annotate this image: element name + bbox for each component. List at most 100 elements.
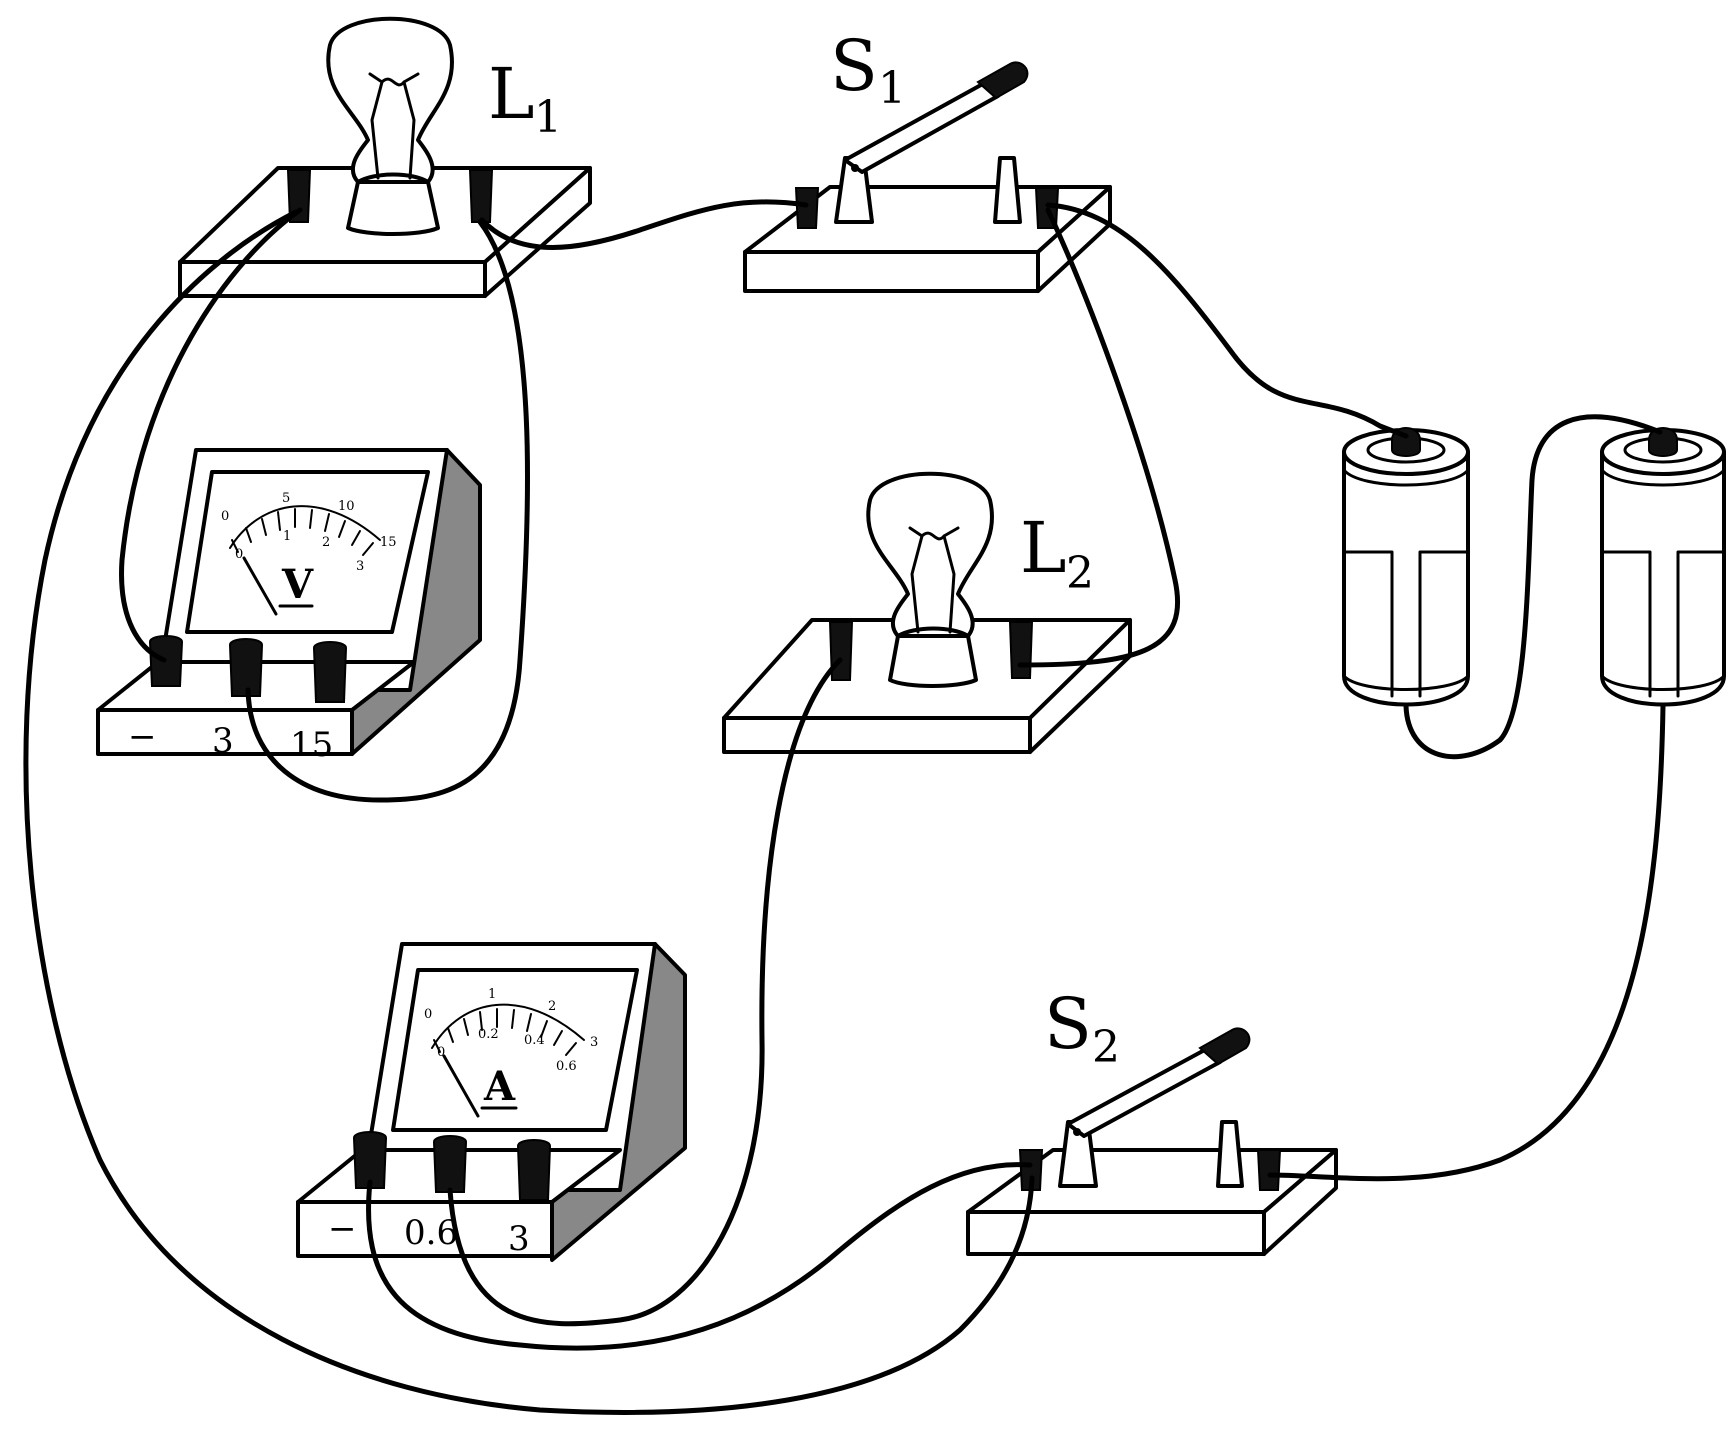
ammeter-terminal-minus: − — [328, 1209, 357, 1249]
lamp-l1-filament — [368, 72, 420, 180]
lamp-l1-socket-rim — [356, 172, 430, 184]
lamp-l2-label: L — [1020, 507, 1066, 589]
switch-s1-handle — [976, 61, 1029, 100]
lamp-l1-socket — [346, 180, 440, 236]
ammeter-symbol: A — [483, 1063, 516, 1110]
lamp-l1-post-right — [468, 169, 494, 223]
voltmeter-dial — [185, 470, 430, 634]
lamp-l2-bulb — [866, 471, 994, 652]
switch-s1: S 1 — [743, 25, 1112, 293]
ammeter-needle — [442, 1054, 480, 1118]
switch-s2-post-right — [1256, 1149, 1282, 1191]
lamp-l2-subscript: 2 — [1066, 548, 1094, 599]
switch-s2-clip — [1216, 1120, 1244, 1188]
wire-l1-outer-loop-s2 — [23, 209, 1035, 1415]
wires — [23, 199, 1666, 1415]
ammeter-terminal-0-6: 0.6 — [404, 1213, 458, 1253]
voltmeter: 0 5 10 15 0 1 2 3 V − 3 15 — [96, 448, 482, 765]
voltmeter-inner-2: 2 — [322, 535, 330, 550]
switch-s1-subscript: 1 — [878, 63, 906, 114]
switch-s2: S 2 — [966, 983, 1338, 1256]
ammeter-outer-1: 1 — [488, 987, 496, 1002]
voltmeter-ticks — [231, 508, 374, 556]
ammeter-inner-0: 0 — [437, 1045, 445, 1060]
voltmeter-scale-arc — [229, 505, 381, 549]
ammeter-outer-3: 3 — [590, 1035, 598, 1050]
switch-s2-label: S — [1044, 983, 1092, 1065]
switch-s1-clip — [993, 156, 1022, 224]
switch-s2-pivot — [1073, 1128, 1081, 1136]
battery-right-terminal — [1648, 427, 1678, 457]
battery-right-bottom-band — [1600, 674, 1726, 691]
voltmeter-outer-3: 15 — [380, 535, 397, 550]
battery-right-body — [1600, 450, 1726, 707]
ammeter-outer-0: 0 — [424, 1007, 432, 1022]
wire-s1-l2 — [1017, 207, 1181, 668]
lamp-l1-label: L — [488, 53, 534, 135]
lamp-l2-post-left — [828, 621, 854, 681]
battery-left-label — [1342, 550, 1470, 698]
voltmeter-inner-1: 1 — [283, 529, 291, 544]
ammeter-outer-2: 2 — [548, 999, 556, 1014]
voltmeter-inner-3: 3 — [356, 559, 364, 574]
lamp-l1-base-side — [483, 166, 592, 298]
switch-s1-pivot — [851, 164, 859, 172]
switch-s2-base-front — [966, 1210, 1266, 1256]
lamp-l2-socket — [888, 634, 978, 688]
ammeter-post-3 — [516, 1139, 552, 1201]
wire-battery-s2 — [1267, 703, 1666, 1182]
battery-left-band — [1342, 468, 1470, 487]
ammeter-inner-3: 0.6 — [556, 1059, 577, 1074]
switch-s1-post-left — [794, 187, 820, 229]
voltmeter-needle — [242, 556, 278, 616]
battery-right — [1600, 427, 1726, 707]
ammeter-scale-arc — [431, 1003, 585, 1049]
voltmeter-terminal-15: 15 — [290, 725, 333, 765]
lamp-l2-socket-rim — [896, 626, 970, 638]
ammeter-post-0-6 — [432, 1135, 468, 1193]
ammeter-ticks — [433, 1008, 577, 1056]
voltmeter-outer-2: 10 — [338, 499, 355, 514]
battery-left — [1342, 427, 1470, 707]
wire-l1-s1 — [479, 199, 809, 250]
battery-right-label — [1600, 550, 1726, 698]
wire-l1-voltmeter-minus — [119, 207, 303, 663]
voltmeter-symbol: V — [281, 561, 314, 608]
ammeter-inner-2: 0.4 — [524, 1033, 545, 1048]
wire-ammeter-s2 — [366, 1162, 1033, 1351]
ammeter-inner-1: 0.2 — [478, 1027, 499, 1042]
lamp-l1-subscript: 1 — [534, 92, 562, 143]
lamp-l1-base-front — [178, 260, 487, 298]
lamp-l2-post-right — [1008, 621, 1034, 679]
lamp-l2: L 2 — [722, 471, 1132, 754]
wire-between-cells — [1403, 414, 1663, 760]
voltmeter-inner-0: 0 — [235, 547, 243, 562]
switch-s1-label: S — [830, 25, 878, 107]
lamp-l1: L 1 — [178, 16, 592, 298]
ammeter-terminal-3: 3 — [508, 1219, 530, 1259]
battery-left-body — [1342, 450, 1470, 707]
ammeter: 0 1 2 3 0 0.2 0.4 0.6 A − 0.6 3 — [296, 942, 687, 1262]
switch-s2-subscript: 2 — [1092, 1022, 1120, 1073]
voltmeter-outer-1: 5 — [282, 491, 290, 506]
voltmeter-base-front — [96, 708, 354, 756]
ammeter-post-minus — [352, 1131, 388, 1189]
voltmeter-post-15 — [312, 641, 348, 703]
switch-s2-post-left — [1018, 1149, 1044, 1191]
battery-right-band — [1600, 468, 1726, 487]
ammeter-dial — [391, 968, 639, 1132]
switch-s2-handle — [1198, 1027, 1251, 1066]
wire-l1-voltmeter-3 — [245, 219, 531, 803]
lamp-l1-bulb — [326, 16, 454, 198]
lamp-l2-filament — [908, 526, 960, 634]
switch-s1-base-front — [743, 250, 1040, 293]
voltmeter-terminal-minus: − — [128, 717, 157, 757]
wire-s1-battery — [1045, 202, 1409, 439]
wire-l2-ammeter — [447, 657, 843, 1327]
lamp-l2-base-front — [722, 716, 1032, 754]
voltmeter-outer-0: 0 — [221, 509, 229, 524]
voltmeter-post-3 — [228, 638, 264, 697]
voltmeter-terminal-3: 3 — [212, 721, 234, 761]
